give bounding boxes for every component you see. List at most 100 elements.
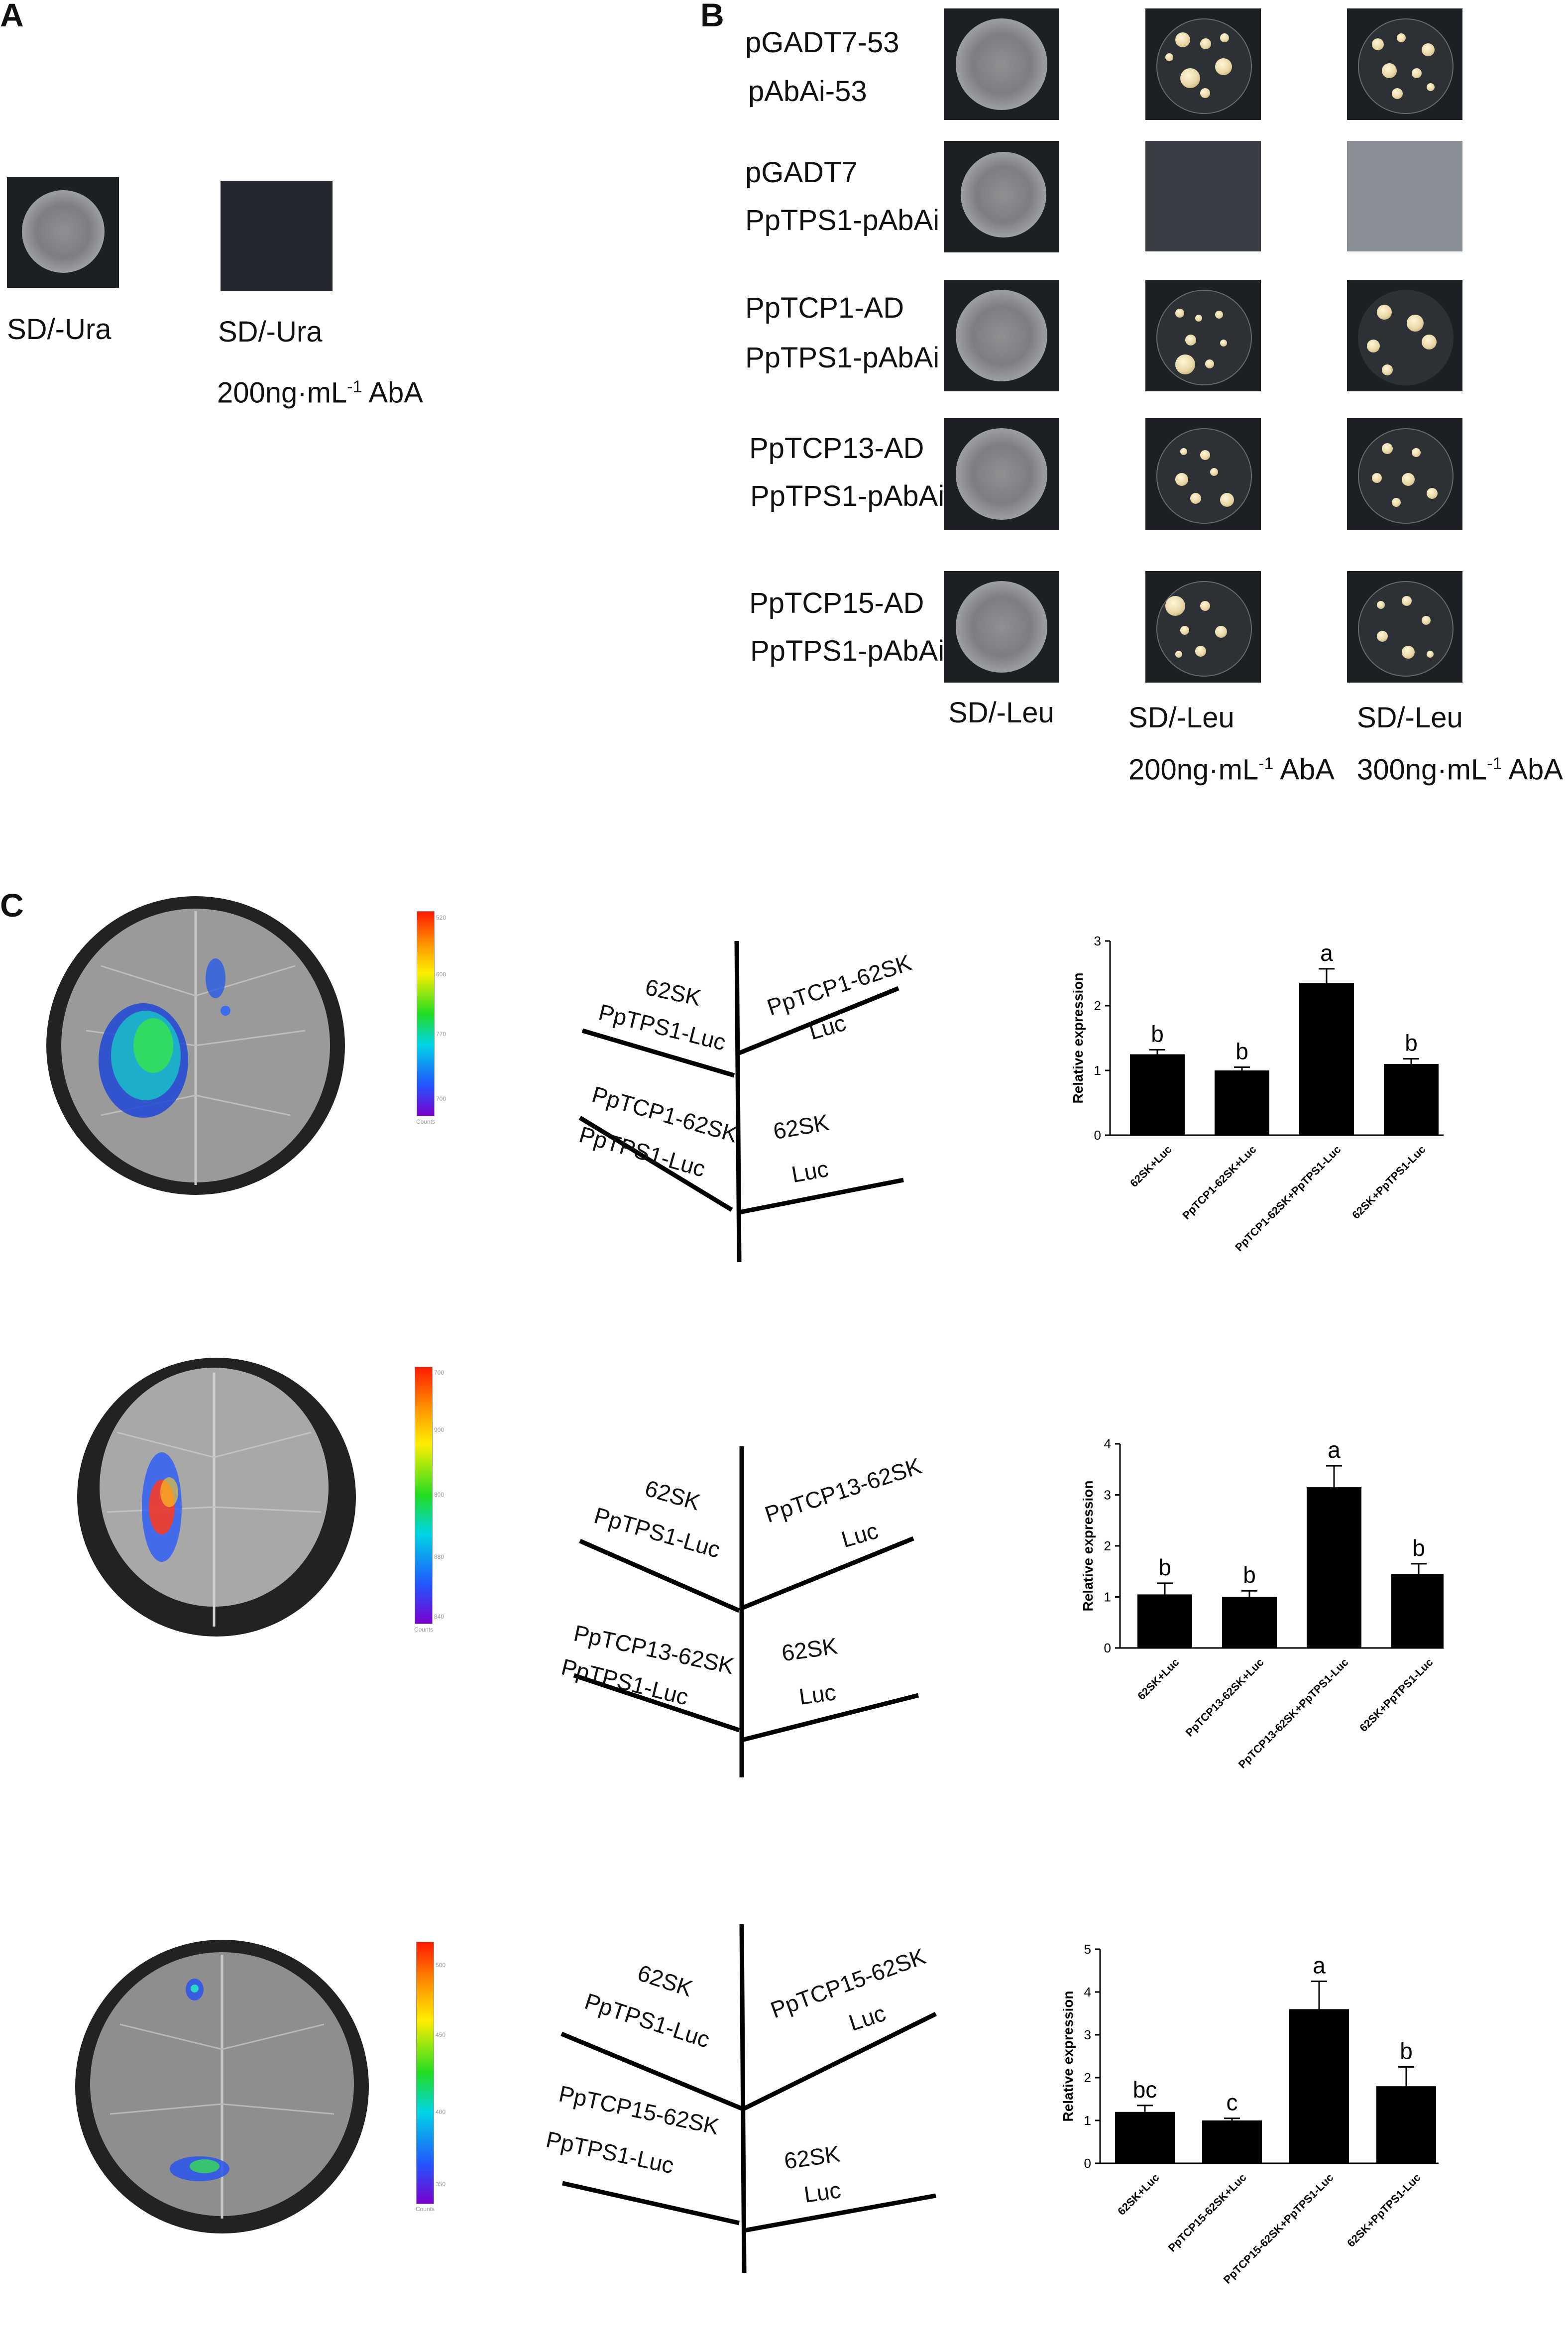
y-tick-label: 3 — [1094, 934, 1101, 948]
leaf-2-svg — [100, 1368, 329, 1627]
panel-a-letter: A — [0, 0, 24, 33]
y-axis-label: Relative expression — [1060, 1991, 1076, 2121]
spot-ring — [1358, 581, 1454, 677]
colony — [1215, 58, 1232, 75]
y-tick-label: 4 — [1084, 1985, 1091, 1999]
plate-b-r2-c3 — [1347, 141, 1462, 251]
plate-b-r5-c1 — [944, 571, 1059, 683]
y-tick-label: 2 — [1084, 2070, 1091, 2085]
bar — [1202, 2120, 1262, 2163]
colony — [1175, 32, 1190, 47]
scale2-tick: 840 — [434, 1613, 445, 1620]
plate-b-r4-c2 — [1145, 418, 1261, 530]
colony — [1422, 616, 1431, 625]
scale2-tick: 700 — [434, 1369, 445, 1376]
colony — [1412, 68, 1422, 78]
colony — [1402, 596, 1412, 606]
row2-line1: pGADT7 — [745, 156, 858, 189]
significance-letter: b — [1405, 1030, 1418, 1056]
colony — [1382, 63, 1397, 78]
plate-b-r3-c2 — [1145, 280, 1261, 391]
leaf-image-2 — [77, 1358, 356, 1637]
y-tick-label: 3 — [1084, 2027, 1091, 2042]
category-label: 62SK+PpTPS1-Luc — [1344, 2171, 1423, 2249]
col2-unit: AbA — [1273, 753, 1335, 786]
spot-ring — [1156, 290, 1252, 385]
scale3-unit: Counts — [416, 2206, 435, 2213]
col1-label: SD/-Leu — [948, 697, 1054, 729]
leaf-image-1 — [46, 896, 345, 1195]
colony — [1377, 631, 1388, 642]
category-label: 62SK+PpTPS1-Luc — [1349, 1143, 1428, 1221]
colony — [1180, 448, 1187, 455]
scale3-tick: 450 — [436, 2031, 446, 2038]
leaf-image-3 — [75, 1940, 369, 2233]
significance-letter: b — [1235, 1039, 1248, 1064]
bar — [1307, 1487, 1361, 1648]
scale2-tick: 880 — [434, 1553, 445, 1560]
significance-letter: b — [1400, 2038, 1413, 2064]
colony — [1175, 309, 1184, 318]
category-label: 62SK+Luc — [1115, 2171, 1161, 2218]
significance-letter: c — [1227, 2090, 1238, 2115]
row5-line1: PpTCP15-AD — [749, 587, 924, 619]
colony — [1220, 33, 1229, 42]
bar — [1384, 1064, 1439, 1135]
colony — [1402, 473, 1415, 486]
y-tick-label: 4 — [1104, 1436, 1111, 1451]
conc-unit: AbA — [362, 376, 423, 409]
spot-ring — [1156, 428, 1252, 524]
bar — [1289, 2009, 1349, 2163]
y-tick-label: 2 — [1104, 1538, 1111, 1553]
plate-b-r3-c3 — [1347, 280, 1462, 391]
yeast-spot — [22, 190, 105, 273]
plate-b-r1-c1 — [944, 8, 1059, 120]
colony — [1180, 626, 1189, 635]
scale1-tick: 770 — [436, 1031, 447, 1038]
colony — [1377, 305, 1392, 320]
scale1-tick: 700 — [436, 1095, 447, 1102]
colony — [1175, 651, 1182, 658]
row2-line2: PpTPS1-pAbAi — [745, 204, 940, 236]
colony — [1382, 364, 1393, 375]
colony — [1215, 311, 1223, 319]
leaf-diagram-2 — [573, 1446, 919, 1777]
label-sd-ura: SD/-Ura — [7, 313, 112, 346]
y-tick-label: 1 — [1094, 1063, 1101, 1078]
yeast-spot — [956, 428, 1047, 520]
colony — [1200, 450, 1210, 460]
bar — [1299, 983, 1354, 1135]
y-tick-label: 5 — [1084, 1942, 1091, 1957]
row3-line2: PpTPS1-pAbAi — [745, 342, 940, 374]
plate-b-r1-c3 — [1347, 8, 1462, 120]
col2-label-line1: SD/-Leu — [1128, 702, 1234, 734]
category-label: 62SK+Luc — [1135, 1656, 1181, 1702]
plate-sd-ura-aba — [221, 181, 333, 291]
colony — [1392, 88, 1403, 99]
y-tick-label: 1 — [1104, 1590, 1111, 1605]
col3-conc: 300ng·mL — [1357, 753, 1487, 786]
colony — [1165, 596, 1185, 616]
colony — [1200, 38, 1211, 49]
significance-letter: a — [1313, 1953, 1326, 1979]
colony — [1412, 448, 1421, 457]
colony — [1210, 468, 1218, 476]
panel-b-letter: B — [700, 0, 724, 33]
plate-b-r5-c3 — [1347, 571, 1462, 683]
significance-letter: b — [1243, 1562, 1256, 1588]
significance-letter: b — [1151, 1021, 1164, 1047]
y-tick-label: 3 — [1104, 1488, 1111, 1503]
plate-b-r2-c1 — [944, 141, 1059, 252]
scale1-tick: 600 — [436, 971, 447, 978]
y-tick-label: 0 — [1094, 1128, 1101, 1143]
y-axis-label: Relative expression — [1080, 1480, 1096, 1611]
color-scale-3 — [416, 1942, 434, 2204]
leaf-3-svg — [90, 1952, 354, 2219]
significance-letter: b — [1412, 1535, 1425, 1561]
colony — [1377, 601, 1385, 609]
yeast-spot — [956, 581, 1047, 673]
bar — [1115, 2111, 1175, 2163]
